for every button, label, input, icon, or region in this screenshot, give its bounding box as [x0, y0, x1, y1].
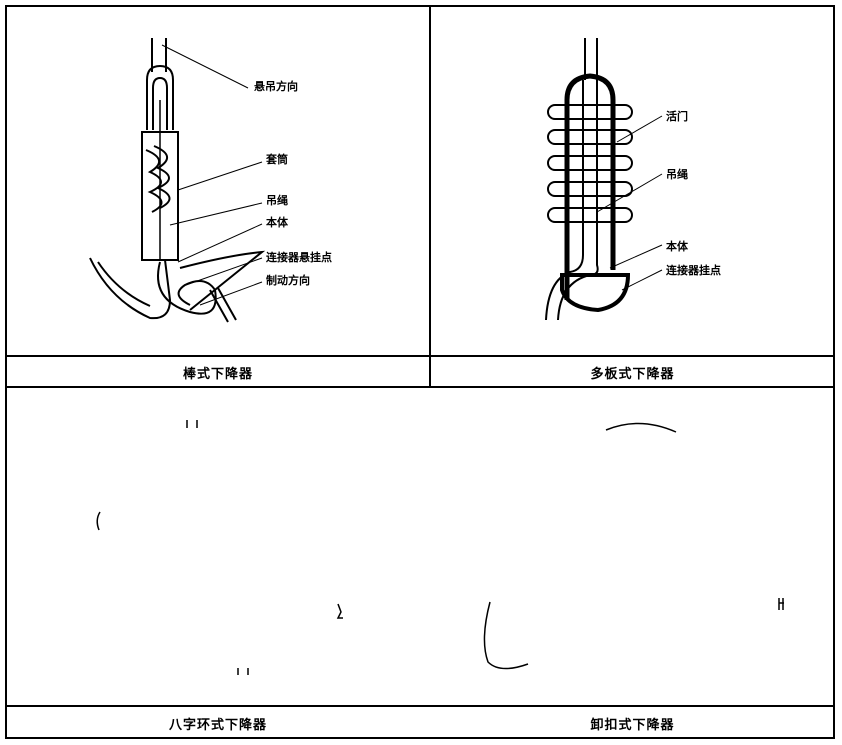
row-divider — [6, 386, 835, 388]
caption-divider-top — [6, 355, 835, 357]
multi-plate-descender-drawing — [545, 38, 633, 321]
rod-label-body: 本体 — [266, 216, 288, 229]
figure-frame — [5, 5, 835, 739]
caption-divider-bottom — [6, 705, 835, 707]
multi-plate-label-gate: 活门 — [666, 110, 688, 123]
caption-figure-eight-descender: 八字环式下降器 — [168, 718, 267, 733]
multi-plate-label-connector-point: 连接器挂点 — [666, 264, 721, 277]
multi-plate-label-body: 本体 — [666, 240, 688, 253]
multi-plate-label-rope: 吊绳 — [666, 168, 688, 181]
rod-leader-lines — [161, 44, 263, 306]
multi-plate-leader-lines — [596, 115, 663, 291]
rod-label-sleeve: 套筒 — [266, 153, 288, 166]
caption-multi-plate-descender: 多板式下降器 — [590, 367, 675, 382]
figure-eight-fragments — [96, 420, 343, 675]
buckle-fragments — [483, 422, 784, 670]
caption-rod-descender: 棒式下降器 — [182, 367, 253, 382]
rod-label-rope: 吊绳 — [266, 194, 288, 207]
caption-buckle-descender: 卸扣式下降器 — [590, 718, 675, 733]
center-divider — [429, 6, 431, 387]
rod-label-suspension-direction: 悬吊方向 — [254, 80, 298, 93]
rod-label-connector-point: 连接器悬挂点 — [266, 251, 332, 264]
rod-label-braking-direction: 制动方向 — [266, 274, 310, 287]
rod-descender-drawing — [89, 38, 266, 323]
